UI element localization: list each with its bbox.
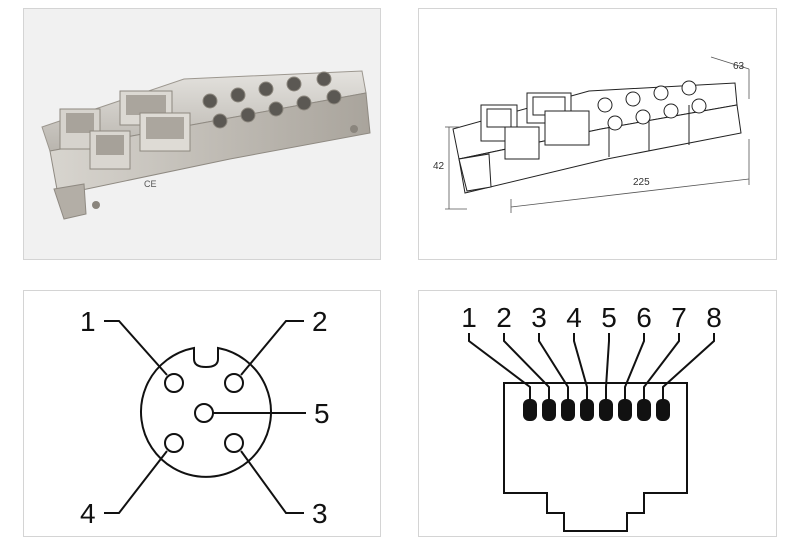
pin-1-circle: [164, 373, 184, 393]
rj45-pin-label-1: 1: [461, 302, 477, 333]
rj45-jack-outline: [503, 382, 688, 532]
pin-label-2: 2: [312, 306, 328, 337]
rj45-leader-8: [662, 333, 715, 401]
pin-label-5: 5: [314, 398, 330, 429]
rj45-contact-7: [637, 399, 651, 421]
rj45-contact-5: [599, 399, 613, 421]
product-photo-panel: CE: [23, 8, 381, 260]
rj45-contact-1: [523, 399, 537, 421]
pin-3-circle: [224, 433, 244, 453]
dim-depth-label: 63: [733, 61, 745, 72]
rj45-pin-label-4: 4: [566, 302, 582, 333]
rj45-pin-label-8: 8: [706, 302, 722, 333]
pin-5-circle: [194, 403, 214, 423]
rj45-leader-5: [605, 333, 610, 401]
rj45-leader-1: [468, 333, 531, 401]
mounting-foot: [53, 183, 87, 220]
rj45-pin-label-7: 7: [671, 302, 687, 333]
dim-height-label: 42: [433, 161, 445, 172]
rj45-leader-3: [538, 333, 569, 401]
rj45-leader-7: [643, 333, 680, 401]
power-connector-1: [59, 108, 101, 150]
rj45-pin-label-6: 6: [636, 302, 652, 333]
rj45-leader-2: [503, 333, 550, 401]
power-connector-4: [139, 112, 191, 152]
pin-2-circle: [224, 373, 244, 393]
rj45-contact-2: [542, 399, 556, 421]
pin-4-circle: [164, 433, 184, 453]
product-photo: CE: [41, 70, 371, 220]
m12-pinout-diagram: 1 2 5 4 3: [80, 306, 330, 529]
dimension-drawing-panel: 42 225 63: [418, 8, 777, 260]
rj45-contact-3: [561, 399, 575, 421]
power-connector-3: [89, 130, 131, 170]
rj45-contact-8: [656, 399, 670, 421]
dimension-drawing: 42 225 63: [433, 56, 750, 213]
rj45-leader-6: [624, 333, 645, 401]
rj45-pin-label-2: 2: [496, 302, 512, 333]
pin-label-3: 3: [312, 498, 328, 529]
m12-pinout-panel: 1 2 5 4 3: [23, 290, 381, 537]
ce-mark: CE: [144, 179, 157, 189]
m12-socket-row: [202, 71, 342, 129]
rj45-contact-4: [580, 399, 594, 421]
pin-label-4: 4: [80, 498, 96, 529]
pin-label-1: 1: [80, 306, 96, 337]
rj45-contact-6: [618, 399, 632, 421]
dim-length-label: 225: [633, 177, 650, 188]
rj45-leader-4: [573, 333, 588, 401]
m12-socket-outline: [140, 346, 272, 478]
rj45-pin-label-5: 5: [601, 302, 617, 333]
rj45-pin-label-3: 3: [531, 302, 547, 333]
